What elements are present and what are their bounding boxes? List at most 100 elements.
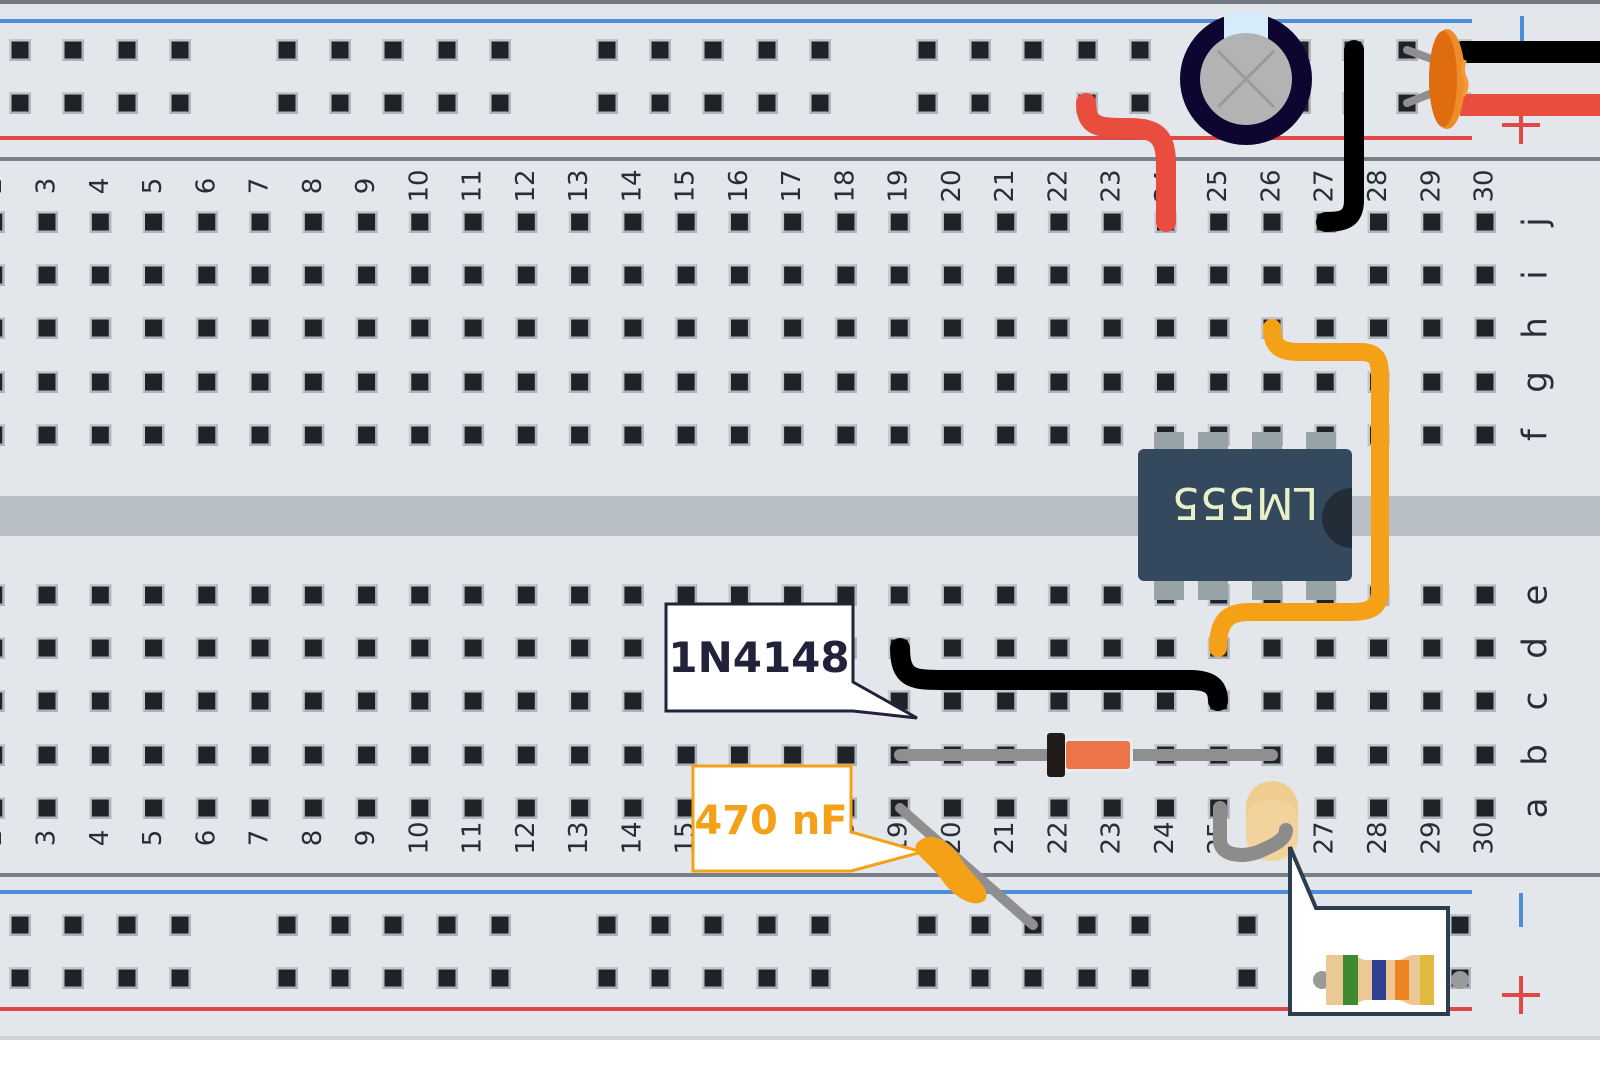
rail-hole[interactable] [916, 39, 938, 61]
hole[interactable] [355, 584, 378, 606]
hole[interactable] [568, 424, 591, 446]
hole[interactable] [355, 637, 378, 659]
hole[interactable] [781, 211, 804, 233]
hole[interactable] [1420, 797, 1443, 819]
hole[interactable] [1474, 371, 1496, 393]
rail-hole[interactable] [489, 914, 511, 936]
rail-hole[interactable] [969, 914, 991, 936]
hole[interactable] [994, 371, 1017, 393]
hole[interactable] [355, 317, 378, 339]
hole[interactable] [888, 317, 911, 339]
hole[interactable] [142, 211, 165, 233]
hole[interactable] [0, 211, 5, 233]
hole[interactable] [1101, 797, 1124, 819]
hole[interactable] [675, 424, 698, 446]
hole[interactable] [834, 211, 857, 233]
hole[interactable] [462, 637, 485, 659]
hole[interactable] [1207, 211, 1230, 233]
hole[interactable] [994, 584, 1017, 606]
hole[interactable] [195, 584, 218, 606]
hole[interactable] [302, 371, 325, 393]
hole[interactable] [515, 690, 538, 712]
hole[interactable] [195, 744, 218, 766]
hole[interactable] [355, 744, 378, 766]
hole[interactable] [941, 211, 964, 233]
hole[interactable] [621, 584, 644, 606]
hole[interactable] [89, 371, 112, 393]
hole[interactable] [515, 797, 538, 819]
hole[interactable] [728, 211, 751, 233]
rail-hole[interactable] [1449, 914, 1471, 936]
hole[interactable] [834, 371, 857, 393]
hole[interactable] [89, 744, 112, 766]
hole[interactable] [36, 584, 58, 606]
hole[interactable] [781, 424, 804, 446]
hole[interactable] [834, 264, 857, 286]
hole[interactable] [675, 371, 698, 393]
hole[interactable] [515, 637, 538, 659]
hole[interactable] [834, 744, 857, 766]
hole[interactable] [89, 797, 112, 819]
rail-hole[interactable] [276, 914, 298, 936]
hole[interactable] [1101, 690, 1124, 712]
rail-hole[interactable] [169, 39, 191, 61]
hole[interactable] [1047, 424, 1070, 446]
hole[interactable] [941, 371, 964, 393]
hole[interactable] [994, 317, 1017, 339]
rail-hole[interactable] [62, 92, 84, 114]
rail-hole[interactable] [329, 39, 351, 61]
hole[interactable] [1474, 264, 1496, 286]
rail-hole[interactable] [1022, 92, 1044, 114]
rail-hole[interactable] [1129, 39, 1151, 61]
hole[interactable] [515, 211, 538, 233]
rail-hole[interactable] [649, 967, 671, 989]
hole[interactable] [302, 584, 325, 606]
hole[interactable] [568, 211, 591, 233]
hole[interactable] [1101, 264, 1124, 286]
hole[interactable] [0, 371, 5, 393]
hole[interactable] [462, 264, 485, 286]
hole[interactable] [621, 211, 644, 233]
hole[interactable] [195, 690, 218, 712]
hole[interactable] [1261, 211, 1283, 233]
hole[interactable] [1101, 317, 1124, 339]
hole[interactable] [941, 797, 964, 819]
ceramic-capacitor-470nf[interactable] [895, 803, 1038, 930]
rail-hole[interactable] [1076, 39, 1098, 61]
rail-hole[interactable] [1129, 92, 1151, 114]
rail-hole[interactable] [489, 967, 511, 989]
hole[interactable] [1367, 637, 1390, 659]
hole[interactable] [195, 637, 218, 659]
hole[interactable] [888, 584, 911, 606]
photoresistor[interactable] [1213, 781, 1298, 862]
rail-hole[interactable] [969, 92, 991, 114]
rail-hole[interactable] [116, 92, 138, 114]
hole[interactable] [515, 744, 538, 766]
hole[interactable] [621, 744, 644, 766]
hole[interactable] [36, 424, 58, 446]
rail-hole[interactable] [1022, 39, 1044, 61]
hole[interactable] [1314, 797, 1337, 819]
hole[interactable] [1207, 371, 1230, 393]
hole[interactable] [1154, 371, 1177, 393]
hole[interactable] [1047, 584, 1070, 606]
hole[interactable] [728, 744, 751, 766]
rail-hole[interactable] [436, 92, 458, 114]
hole[interactable] [941, 424, 964, 446]
hole[interactable] [249, 744, 271, 766]
hole[interactable] [994, 637, 1017, 659]
rail-hole[interactable] [756, 967, 778, 989]
hole[interactable] [462, 424, 485, 446]
hole[interactable] [249, 584, 271, 606]
rail-hole[interactable] [276, 39, 298, 61]
hole[interactable] [675, 211, 698, 233]
rail-hole[interactable] [702, 967, 724, 989]
hole[interactable] [728, 424, 751, 446]
red-power-wire[interactable] [1460, 94, 1600, 116]
rail-hole[interactable] [382, 967, 404, 989]
hole[interactable] [355, 797, 378, 819]
rail-hole[interactable] [9, 914, 31, 936]
hole[interactable] [36, 744, 58, 766]
disc-capacitor[interactable] [1403, 29, 1469, 129]
hole[interactable] [1154, 637, 1177, 659]
